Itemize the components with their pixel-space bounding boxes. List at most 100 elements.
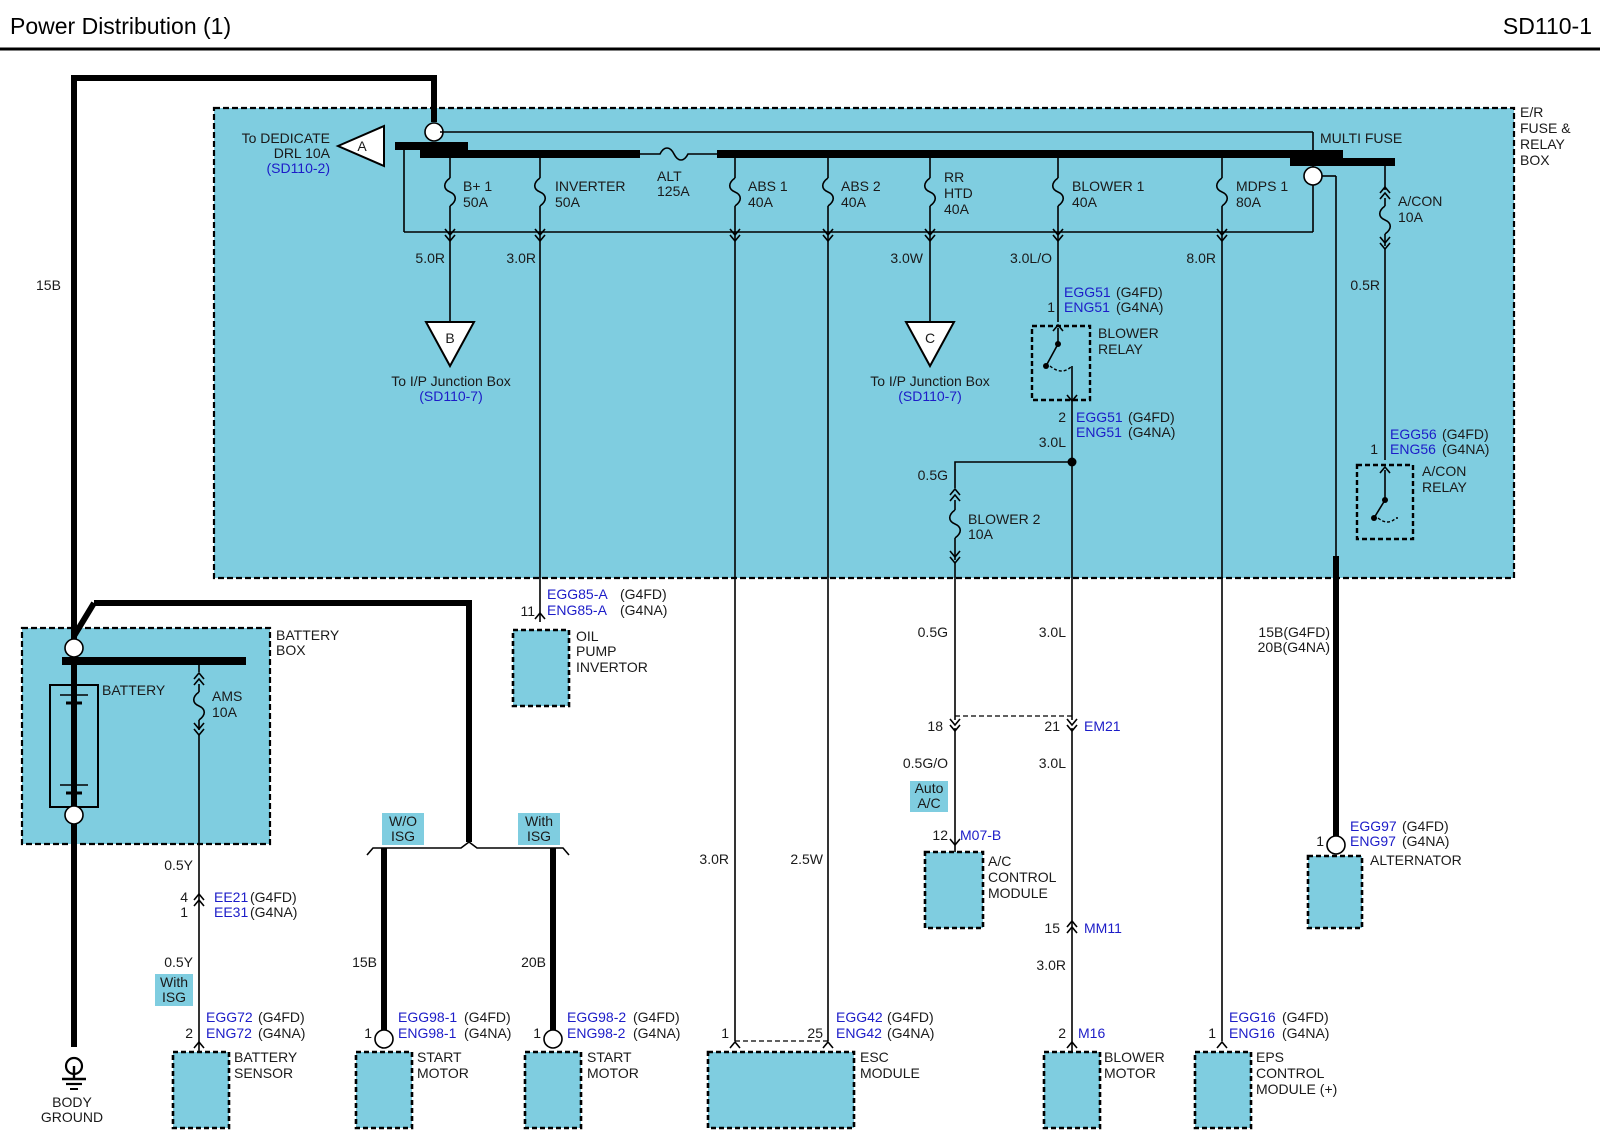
pin-number: 1 [1370, 441, 1378, 457]
connector-id[interactable]: EGG56 [1390, 426, 1437, 442]
oil-pump-invertor[interactable] [511, 628, 571, 708]
start-motor-2[interactable] [523, 1050, 583, 1130]
connector-id[interactable]: EGG51 [1064, 284, 1111, 300]
connector-suffix: (G4NA) [1282, 1025, 1329, 1041]
fuse-alt [640, 147, 717, 161]
component-label: MODULE (+) [1256, 1081, 1337, 1097]
eps-control-module[interactable] [1193, 1050, 1253, 1130]
pin-number: 1 [1316, 833, 1324, 849]
fuse-rating: 40A [1072, 194, 1098, 210]
pin-number: 1 [364, 1025, 372, 1041]
fuse-name: ABS 1 [748, 178, 788, 194]
pin-number: 1 [1047, 299, 1055, 315]
connector-suffix: (G4FD) [1128, 409, 1175, 425]
wire-label: 0.5Y [164, 857, 193, 873]
component-label: MOTOR [1104, 1065, 1156, 1081]
connector-id[interactable]: ENG56 [1390, 441, 1436, 457]
wire-label: 3.0L/O [1010, 250, 1052, 266]
fuse-name: BLOWER 1 [1072, 178, 1145, 194]
component-label: SENSOR [234, 1065, 293, 1081]
multi-fuse-label: MULTI FUSE [1320, 130, 1402, 146]
isg-option-split [366, 841, 570, 856]
connector-suffix: (G4NA) [633, 1025, 680, 1041]
connector-id[interactable]: EGG98-2 [567, 1009, 626, 1025]
wire-label: 0.5G [918, 624, 948, 640]
component-label: ALTERNATOR [1370, 852, 1462, 868]
blower-motor[interactable] [1042, 1050, 1102, 1130]
connector-suffix: (G4NA) [464, 1025, 511, 1041]
connector-id[interactable]: M07-B [960, 827, 1001, 843]
fuse-name: HTD [944, 185, 973, 201]
pin-number: 15 [1044, 920, 1060, 936]
fuse-rating: 40A [748, 194, 774, 210]
component-label: BLOWER [1104, 1049, 1165, 1065]
connector-id[interactable]: ENG16 [1229, 1025, 1275, 1041]
pin-number: 21 [1044, 718, 1060, 734]
pin-number: 11 [520, 603, 535, 619]
connector-id[interactable]: MM11 [1084, 920, 1122, 936]
connector-id[interactable]: ENG72 [206, 1025, 252, 1041]
ref-c-link[interactable]: (SD110-7) [898, 388, 962, 404]
pin-number: 2 [1058, 409, 1066, 425]
component-label: START [587, 1049, 632, 1065]
connector-suffix: (G4FD) [464, 1009, 511, 1025]
fuse-name: AMS [212, 688, 242, 704]
wire-label: 3.0R [699, 851, 729, 867]
wire-label: 3.0R [506, 250, 536, 266]
page-code: SD110-1 [1503, 13, 1592, 39]
connector-id[interactable]: EGG42 [836, 1009, 883, 1025]
ac-control-module[interactable] [923, 850, 985, 930]
fuse-name: B+ 1 [463, 178, 492, 194]
connector-id[interactable]: ENG85-A [547, 602, 608, 618]
connector-id[interactable]: EE31 [214, 904, 248, 920]
component-label: INVERTOR [576, 659, 648, 675]
component-label: PUMP [576, 643, 616, 659]
start-motor-1[interactable] [354, 1050, 414, 1130]
fuse-name: ABS 2 [841, 178, 881, 194]
connector-id[interactable]: EGG51 [1076, 409, 1123, 425]
connector-id[interactable]: EGG85-A [547, 586, 608, 602]
connector-id[interactable]: ENG97 [1350, 833, 1396, 849]
tag-text: ISG [391, 828, 415, 844]
connector-id[interactable]: EGG97 [1350, 818, 1397, 834]
connector-id[interactable]: ENG98-1 [398, 1025, 457, 1041]
connector-id[interactable]: EM21 [1084, 718, 1121, 734]
connector-id[interactable]: M16 [1078, 1025, 1105, 1041]
battery-sensor[interactable] [171, 1050, 231, 1130]
connector-id[interactable]: EGG72 [206, 1009, 253, 1025]
connector-pin [1216, 1041, 1228, 1049]
connector-id[interactable]: EGG98-1 [398, 1009, 457, 1025]
component-label: EPS [1256, 1049, 1284, 1065]
ref-b-link[interactable]: (SD110-7) [419, 388, 483, 404]
connector-id[interactable]: EE21 [214, 889, 248, 905]
fuse-name: MDPS 1 [1236, 178, 1288, 194]
ref-a-text: DRL 10A [274, 145, 331, 161]
ref-a-triangle [335, 124, 385, 168]
connector-suffix: (G4FD) [633, 1009, 680, 1025]
connector-suffix: (G4FD) [1282, 1009, 1329, 1025]
egg42-pins [729, 1041, 834, 1049]
pin-number: 12 [932, 827, 948, 843]
fuse-mdps1 [1215, 158, 1229, 1041]
er-box-label: BOX [1520, 152, 1550, 168]
fuse-name: RR [944, 169, 964, 185]
battery-negative-terminal [64, 805, 84, 825]
connector-suffix: (G4NA) [250, 904, 297, 920]
esc-module[interactable] [706, 1050, 856, 1130]
connector-id[interactable]: ENG42 [836, 1025, 882, 1041]
wire-label: 20B(G4NA) [1258, 639, 1330, 655]
fuse-rating: 80A [1236, 194, 1262, 210]
er-box-label: E/R [1520, 104, 1543, 120]
blower2-wire [954, 461, 1072, 488]
terminal [1326, 835, 1346, 855]
connector-id[interactable]: ENG98-2 [567, 1025, 626, 1041]
ref-a-link[interactable]: (SD110-2) [266, 160, 330, 176]
component-label: MOTOR [417, 1065, 469, 1081]
connector-id[interactable]: EGG16 [1229, 1009, 1276, 1025]
alternator[interactable] [1306, 854, 1364, 930]
connector-id[interactable]: ENG51 [1064, 299, 1110, 315]
fuse-acon [1378, 166, 1392, 460]
page-title: Power Distribution (1) [10, 13, 231, 39]
fuse-rating: 10A [212, 704, 238, 720]
connector-id[interactable]: ENG51 [1076, 424, 1122, 440]
